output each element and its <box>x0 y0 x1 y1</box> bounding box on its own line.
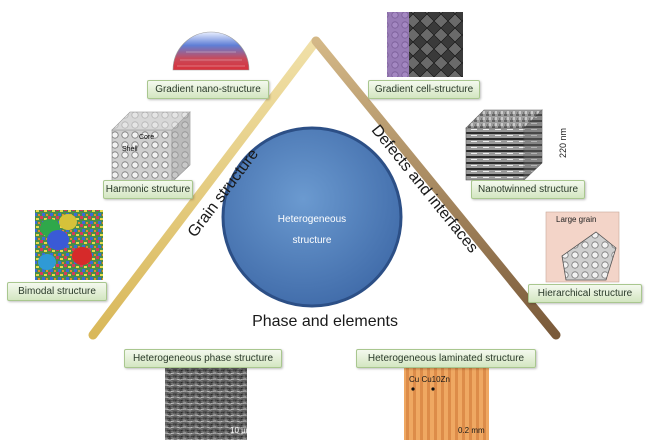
center-title-line2: structure <box>293 235 332 246</box>
label-hierarchical-structure: Hierarchical structure <box>528 284 642 303</box>
label-hetero-laminated-structure: Heterogeneous laminated structure <box>356 349 536 368</box>
label-bimodal-structure: Bimodal structure <box>7 282 107 301</box>
center-title-line1: Heterogeneous <box>278 214 346 225</box>
image-bimodal <box>35 210 103 280</box>
image-gradient-nano <box>172 31 250 71</box>
image-hierarchical: Large grain <box>545 211 620 283</box>
annotation-02mm: 0.2 mm <box>458 426 485 435</box>
annotation-10um: 10 μm <box>230 426 253 435</box>
label-hetero-phase-structure: Heterogeneous phase structure <box>124 349 282 368</box>
side-label-phase: Phase and elements <box>252 313 398 330</box>
image-hetero-phase: 10 μm <box>165 368 253 440</box>
annotation-220nm: 220 nm <box>558 128 568 158</box>
triangle-left-edge <box>88 36 321 340</box>
annotation-core: Core <box>139 134 154 141</box>
image-nanotwinned-cube: 220 nm <box>465 109 568 181</box>
label-gradient-nano-structure: Gradient nano-structure <box>147 80 269 99</box>
image-gradient-cell <box>387 12 463 77</box>
label-gradient-cell-structure: Gradient cell-structure <box>368 80 480 99</box>
image-harmonic-cube: Core Shell <box>111 111 191 183</box>
label-nanotwinned-structure: Nanotwinned structure <box>471 180 585 199</box>
annotation-shell: Shell <box>122 146 138 153</box>
annotation-cu-cu10zn: Cu Cu10Zn <box>409 375 450 384</box>
center-circle <box>221 126 403 308</box>
image-hetero-laminated: Cu Cu10Zn 0.2 mm <box>404 368 489 440</box>
triangle-right-edge <box>311 36 561 340</box>
label-harmonic-structure: Harmonic structure <box>103 180 193 199</box>
annotation-large-grain: Large grain <box>556 215 596 224</box>
